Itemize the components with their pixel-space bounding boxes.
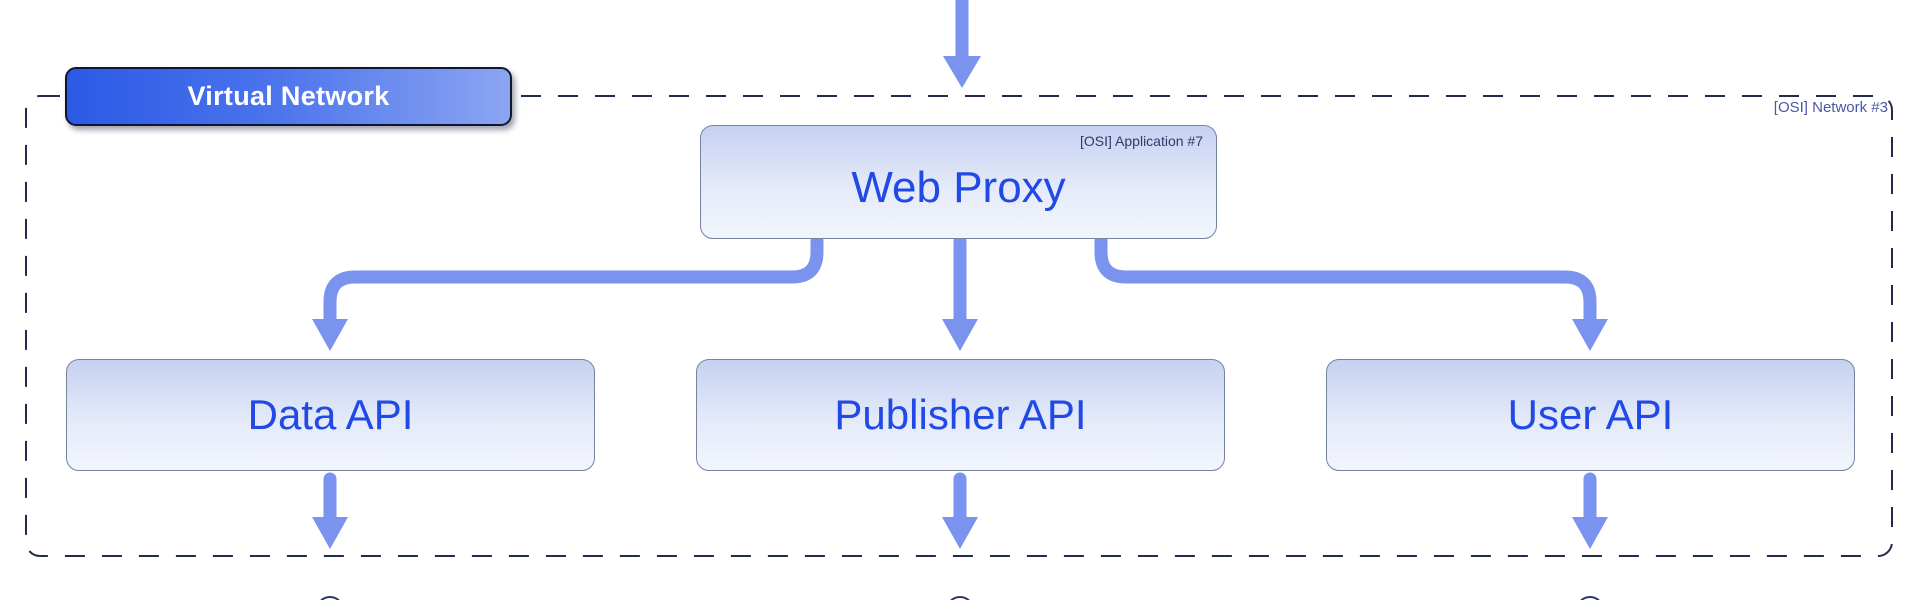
edge-data-api-out	[312, 472, 348, 549]
data-api-label: Data API	[247, 391, 414, 438]
publisher-api-label: Publisher API	[834, 391, 1087, 438]
edge-user-api-out	[1572, 472, 1608, 549]
node-user-api[interactable]: User API	[1326, 359, 1855, 471]
node-publisher-api[interactable]: Publisher API	[696, 359, 1225, 471]
user-api-label: User API	[1507, 391, 1674, 438]
edge-web-proxy-to-user-api	[1094, 234, 1608, 351]
virtual-network-label[interactable]: Virtual Network	[65, 67, 512, 126]
node-data-api[interactable]: Data API	[66, 359, 595, 471]
edge-publisher-api-out	[942, 472, 978, 549]
edge-web-proxy-to-data-api	[312, 234, 824, 351]
edge-web-proxy-to-publisher-api	[942, 234, 978, 351]
web-proxy-label: Web Proxy	[851, 163, 1066, 212]
edge-top-to-web-proxy	[943, 0, 981, 88]
node-web-proxy[interactable]: [OSI] Application #7 Web Proxy	[700, 125, 1217, 239]
network-osi-tag: [OSI] Network #3	[1773, 99, 1888, 116]
web-proxy-osi-tag: [OSI] Application #7	[1080, 133, 1203, 149]
